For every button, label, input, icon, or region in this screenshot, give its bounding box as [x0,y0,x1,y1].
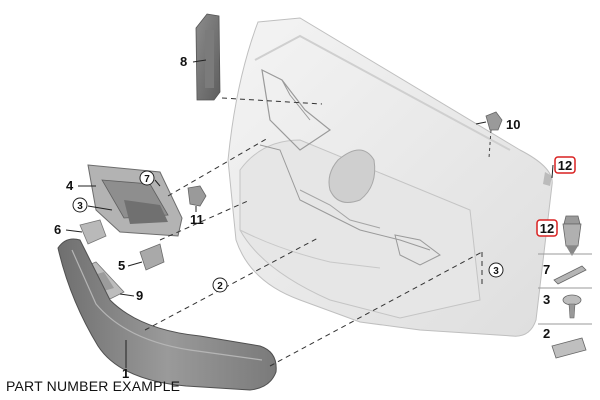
callout-10: 10 [506,117,520,132]
callout-2-column: 2 [543,326,550,341]
part-number-caption: PART NUMBER EXAMPLE [6,378,181,394]
part-4-handle-bezel [87,164,183,237]
callout-6: 6 [54,222,61,237]
svg-text:7: 7 [144,174,150,185]
svg-text:12: 12 [540,221,554,236]
part-8-trim-strip [195,13,221,101]
circled-callout-2: 2 [212,277,228,293]
dashed-assembly-lines [144,97,483,367]
callout-4: 4 [66,178,74,193]
svg-text:2: 2 [217,281,223,292]
callout-11: 11 [190,212,204,227]
highlight-callout-12-panel: 12 [554,156,576,174]
leader-lines [65,59,554,368]
callout-7-column: 7 [543,262,550,277]
part-11-clip [187,185,207,207]
circled-callout-3-left: 3 [72,197,88,213]
svg-text:12: 12 [558,158,572,173]
part-10-clip [485,111,503,159]
callout-3-column: 3 [543,292,550,307]
part-12-push-clip [562,215,582,256]
part-1-armrest [57,238,277,391]
part-2-clip [551,337,587,359]
part-3-screw [562,294,582,319]
hardware-column [538,215,592,359]
part-7-pin [553,265,587,285]
part-6-cover [79,219,107,245]
svg-text:3: 3 [493,266,499,277]
callout-8: 8 [180,54,187,69]
circled-callout-3-right: 3 [488,262,504,278]
svg-text:3: 3 [77,201,83,212]
circled-callouts: 7 3 2 3 [72,170,504,293]
callout-1: 1 [122,366,129,381]
circled-callout-7: 7 [139,170,155,186]
part-5-switch-block [139,243,165,271]
highlight-callout-12-column: 12 [536,219,558,237]
callout-5: 5 [118,258,125,273]
callout-labels: 8 10 4 11 6 5 9 1 7 3 2 [54,54,550,381]
callout-9: 9 [136,288,143,303]
door-trim-panel [227,17,553,337]
